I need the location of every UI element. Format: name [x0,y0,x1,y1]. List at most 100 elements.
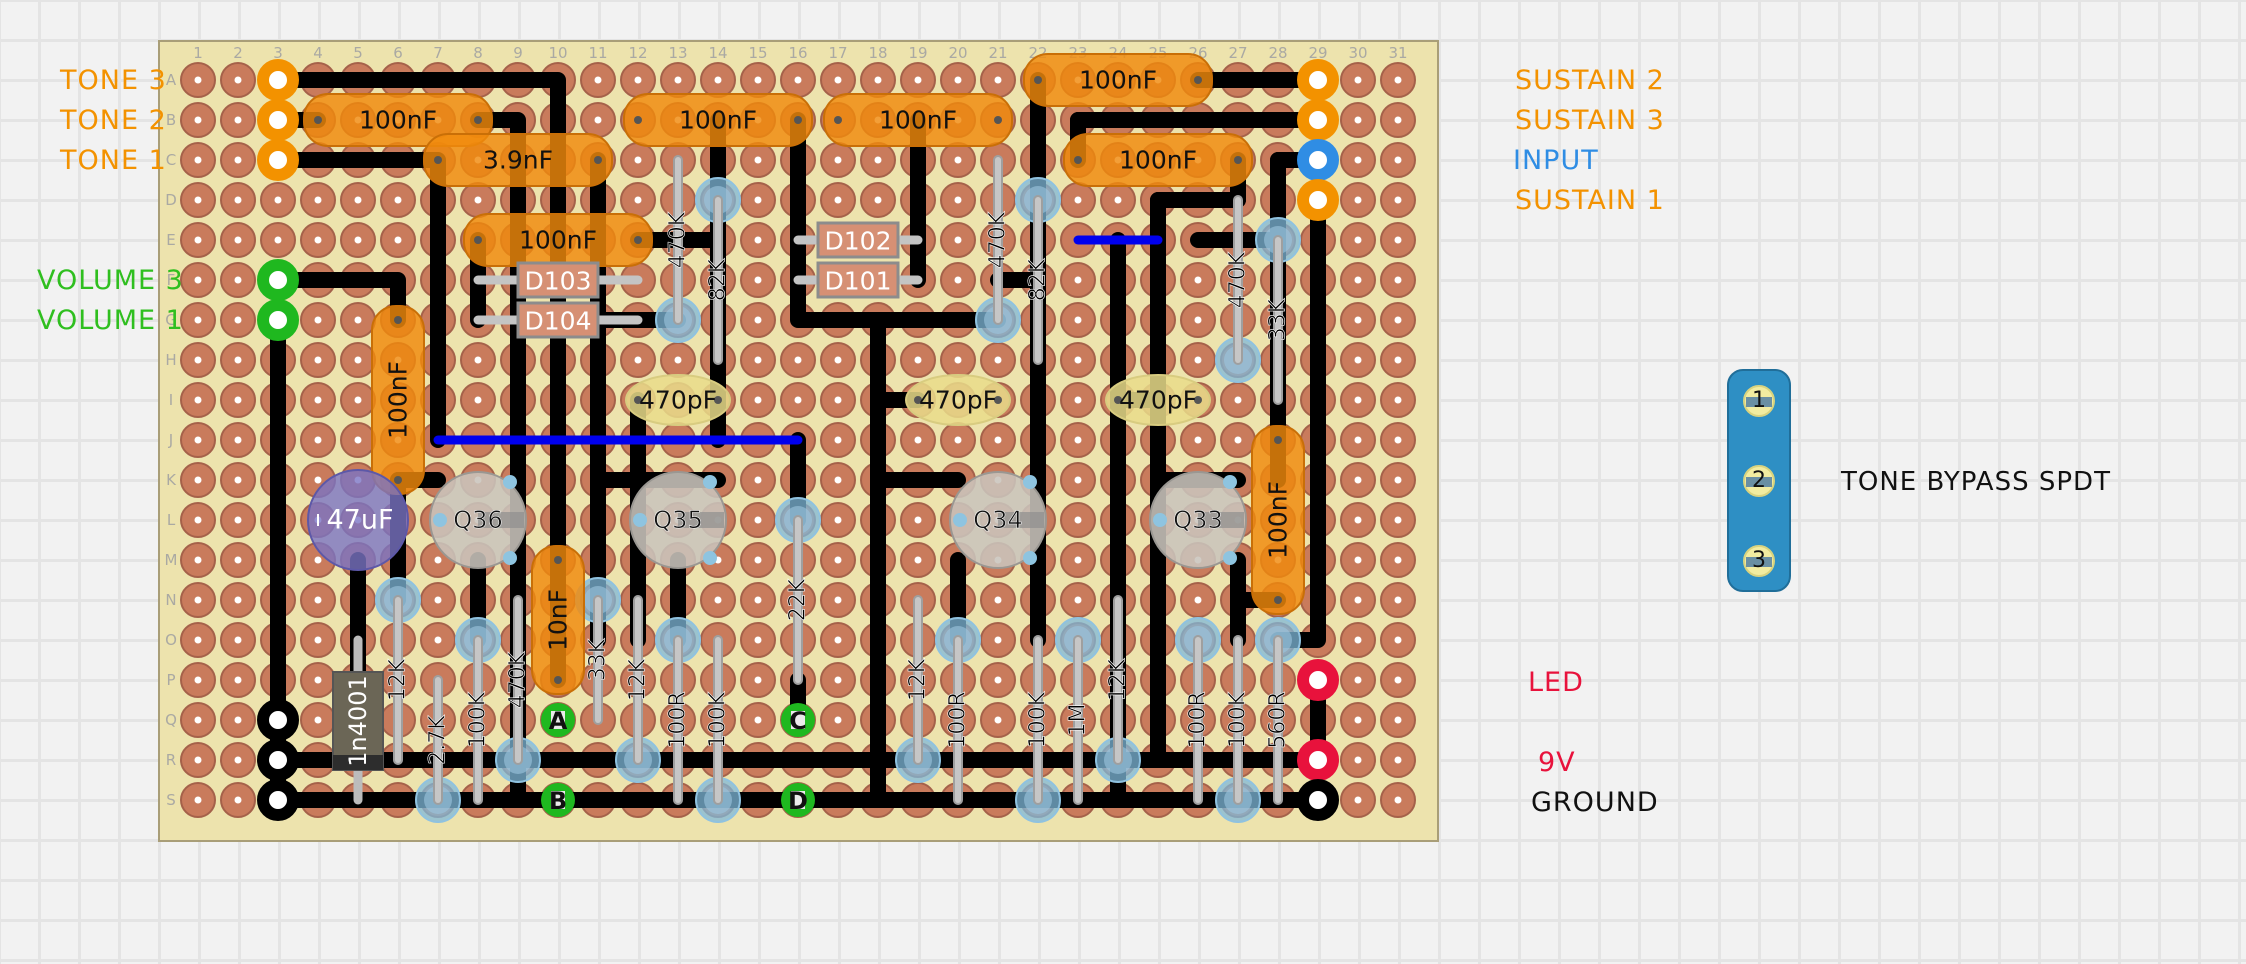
capacitor-lead [634,396,642,404]
film-capacitor: 100nF [463,213,653,267]
pad-hole [394,236,402,244]
film-capacitor-body [1023,53,1213,107]
test-point-label: B [549,787,567,815]
pad-hole [834,716,842,724]
transistor-pin [503,551,517,565]
pad-hole [194,556,202,564]
pad-hole [194,156,202,164]
pad-hole [914,76,922,84]
pad-hole [754,196,762,204]
film-capacitor-body [823,93,1013,147]
capacitor-lead [474,116,482,124]
pad-hole [1074,516,1082,524]
pad-hole [834,436,842,444]
resistor: 12K [615,595,661,783]
film-capacitor-label: 100nF [359,106,437,135]
transistor-pin [703,475,717,489]
test-point-c[interactable]: C [781,703,815,737]
capacitor-lead [1114,396,1122,404]
film-capacitor: 100nF [1063,133,1253,187]
connector-tone-1[interactable] [257,139,299,181]
switch-pin-3[interactable]: 3 [1743,545,1775,577]
connector-sustain-2[interactable] [1297,59,1339,101]
switch-pin-1[interactable]: 1 [1743,385,1775,417]
connector-tone-2[interactable] [257,99,299,141]
capacitor-lead [994,396,1002,404]
power-diode: 1n4001 [332,635,384,805]
capacitor-lead [394,316,402,324]
pad-hole [1354,756,1362,764]
column-label: 14 [708,44,727,62]
pad-hole [1394,476,1402,484]
test-point-b[interactable]: B [541,783,575,817]
connector-ground-q[interactable] [257,699,299,741]
pad-hole [1074,196,1082,204]
connector-input[interactable] [1297,139,1339,181]
pad-hole [994,436,1002,444]
pad-hole [434,556,442,564]
tone-bypass-spdt-switch[interactable]: 1 2 3 [1727,369,1791,592]
pad-hole [714,596,722,604]
pad-hole [1394,316,1402,324]
pad-hole [714,76,722,84]
connector-sustain-3[interactable] [1297,99,1339,141]
pad-hole [1394,796,1402,804]
connector-led[interactable] [1297,659,1339,701]
pad-hole [994,716,1002,724]
column-label: 1 [193,44,203,62]
ceramic-capacitor-body [1105,374,1211,426]
resistor-label: 1M [1066,704,1091,737]
pad-hole [1234,436,1242,444]
connector-ground-s[interactable] [257,779,299,821]
pad-hole [474,196,482,204]
test-point-a[interactable]: A [541,703,575,737]
film-capacitor-label: 100nF [1079,66,1157,95]
pad-hole [234,276,242,284]
capacitor-lead [554,676,562,684]
label-ground: GROUND [1531,787,1659,818]
film-capacitor: 100nF [371,305,425,495]
connector-ground-r[interactable] [257,739,299,781]
test-point-d[interactable]: D [781,783,815,817]
capacitor-lead [554,556,562,564]
resistor-label: 12K [626,658,651,701]
column-label: 31 [1388,44,1407,62]
resistor-label: 12K [386,658,411,701]
resistor-label: 470K [506,651,531,708]
transistor-pin [703,551,717,565]
pad-hole [1074,276,1082,284]
transistor-pin [953,513,967,527]
pad-hole [954,356,962,364]
connector-volume-1[interactable] [257,299,299,341]
transistor-label: Q34 [973,506,1022,534]
pad-hole [194,596,202,604]
pad-hole [1394,236,1402,244]
connector-ground[interactable] [1297,779,1339,821]
transistor: Q34 [949,471,1047,569]
connector-tone-3[interactable] [257,59,299,101]
pad-hole [1394,116,1402,124]
column-label: 17 [828,44,847,62]
film-capacitor: 10nF [531,545,585,695]
pad-hole [1394,636,1402,644]
label-sustain-3: SUSTAIN 3 [1515,105,1665,136]
pad-hole [314,556,322,564]
connector-volume-3[interactable] [257,259,299,301]
pad-hole [874,76,882,84]
connector-9v[interactable] [1297,739,1339,781]
pad-hole [954,156,962,164]
pad-hole [794,396,802,404]
column-label: 19 [908,44,927,62]
diode-label: D103 [525,267,592,296]
ceramic-capacitor-label: 470pF [1119,386,1197,415]
resistor: 100R [1175,617,1221,805]
pad-hole [234,796,242,804]
switch-pin-2[interactable]: 2 [1743,465,1775,497]
connector-sustain-1[interactable] [1297,179,1339,221]
film-capacitor: 100nF [1023,53,1213,107]
pad-hole [994,676,1002,684]
pad-hole [314,316,322,324]
column-label: 27 [1228,44,1247,62]
column-label: 7 [433,44,443,62]
